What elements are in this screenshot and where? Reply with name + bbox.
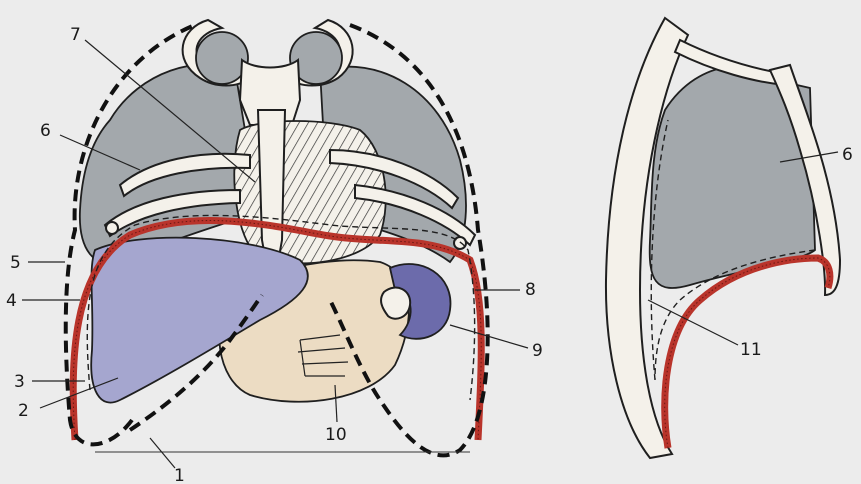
label-3: 3 [14,372,25,392]
label-2: 2 [18,401,29,421]
label-8: 8 [525,280,536,300]
label-7: 7 [70,25,81,45]
label-5: 5 [10,253,21,273]
label-11: 11 [740,340,762,360]
label-1: 1 [174,466,185,484]
side-view: 11 6 [606,18,853,458]
label-9: 9 [532,341,543,361]
rib-end-right [106,222,118,234]
label-10: 10 [325,425,347,445]
front-view: 1 2 3 4 5 6 7 8 9 10 [6,20,543,484]
splenic-hilum [381,288,410,319]
label-6: 6 [40,121,51,141]
label-6b: 6 [842,145,853,165]
leader-1 [150,438,175,468]
label-4: 4 [6,291,17,311]
